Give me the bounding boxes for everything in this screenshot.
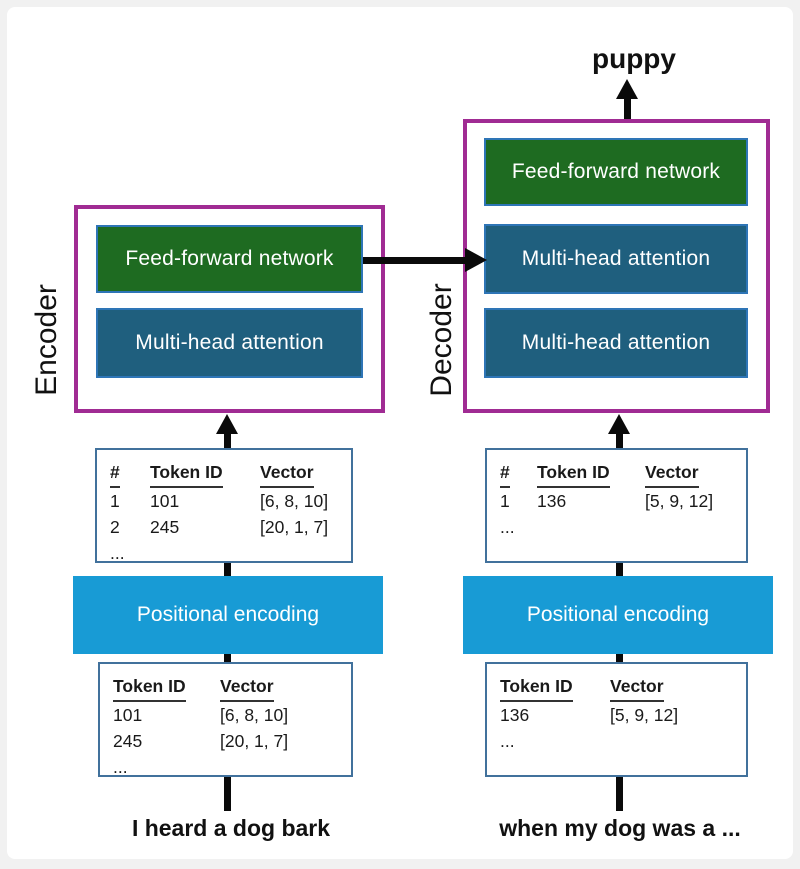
decoder-self-attention-label: Multi-head attention xyxy=(521,331,711,354)
table-header-row: # Token ID Vector xyxy=(110,459,351,488)
table-header-row: # Token ID Vector xyxy=(500,459,746,488)
positional-encoding-label: Positional encoding xyxy=(136,603,320,626)
connector-line xyxy=(224,563,231,577)
decoder-self-attention-layer: Multi-head attention xyxy=(484,308,748,378)
encoder-feed-forward-layer: Feed-forward network xyxy=(96,225,363,293)
table-row: 1 136 [5, 9, 12] xyxy=(500,491,714,511)
table-row: 136 [5, 9, 12] xyxy=(500,705,679,725)
arrow-shaft-encoder-input xyxy=(224,432,231,449)
connector-line xyxy=(224,777,231,811)
arrow-shaft-encoder-decoder xyxy=(363,257,465,264)
connector-line xyxy=(616,654,623,663)
arrow-up-to-decoder-icon xyxy=(608,414,630,434)
encoder-feed-forward-label: Feed-forward network xyxy=(125,247,334,270)
decoder-positional-encoding: Positional encoding xyxy=(463,576,773,654)
encoder-embedding-table: Token ID Vector 101 [6, 8, 10] 245 [20, … xyxy=(98,662,353,777)
decoder-after-pos-table: # Token ID Vector 1 136 [5, 9, 12] ... xyxy=(485,448,748,563)
table-header-row: Token ID Vector xyxy=(113,673,351,702)
arrow-shaft-decoder-input xyxy=(616,432,623,449)
table-row-ellipsis: ... xyxy=(113,757,128,777)
encoder-label: Encoder xyxy=(30,284,63,396)
encoder-positional-encoding: Positional encoding xyxy=(73,576,383,654)
decoder-label: Decoder xyxy=(425,283,458,397)
connector-line xyxy=(616,777,623,811)
decoder-cross-attention-label: Multi-head attention xyxy=(521,247,711,270)
table-row: 245 [20, 1, 7] xyxy=(113,731,289,751)
encoder-after-pos-table: # Token ID Vector 1 101 [6, 8, 10] 2 245… xyxy=(95,448,353,563)
positional-encoding-label: Positional encoding xyxy=(526,603,710,626)
decoder-block: Feed-forward network Multi-head attentio… xyxy=(463,119,770,413)
table-row-ellipsis: ... xyxy=(500,731,515,751)
diagram-canvas: puppy Encoder Feed-forward network Multi… xyxy=(7,7,793,859)
arrow-up-to-output-icon xyxy=(616,79,638,99)
table-header-row: Token ID Vector xyxy=(500,673,746,702)
table-row: 2 245 [20, 1, 7] xyxy=(110,517,329,537)
table-row: 1 101 [6, 8, 10] xyxy=(110,491,329,511)
decoder-feed-forward-label: Feed-forward network xyxy=(511,160,721,183)
encoder-block: Feed-forward network Multi-head attentio… xyxy=(74,205,385,413)
arrow-shaft-decoder-output xyxy=(624,97,631,120)
table-row: 101 [6, 8, 10] xyxy=(113,705,289,725)
decoder-feed-forward-layer: Feed-forward network xyxy=(484,138,748,206)
connector-line xyxy=(616,563,623,577)
arrow-right-to-decoder-icon xyxy=(465,248,487,272)
encoder-input-sentence: I heard a dog bark xyxy=(131,815,331,841)
encoder-attention-label: Multi-head attention xyxy=(135,331,324,354)
decoder-cross-attention-layer: Multi-head attention xyxy=(484,224,748,294)
encoder-attention-layer: Multi-head attention xyxy=(96,308,363,378)
table-row-ellipsis: ... xyxy=(110,543,125,563)
connector-line xyxy=(224,654,231,663)
decoder-embedding-table: Token ID Vector 136 [5, 9, 12] ... xyxy=(485,662,748,777)
output-word: puppy xyxy=(592,43,676,74)
arrow-up-to-encoder-icon xyxy=(216,414,238,434)
decoder-input-sentence: when my dog was a ... xyxy=(499,815,741,841)
table-row-ellipsis: ... xyxy=(500,517,515,537)
